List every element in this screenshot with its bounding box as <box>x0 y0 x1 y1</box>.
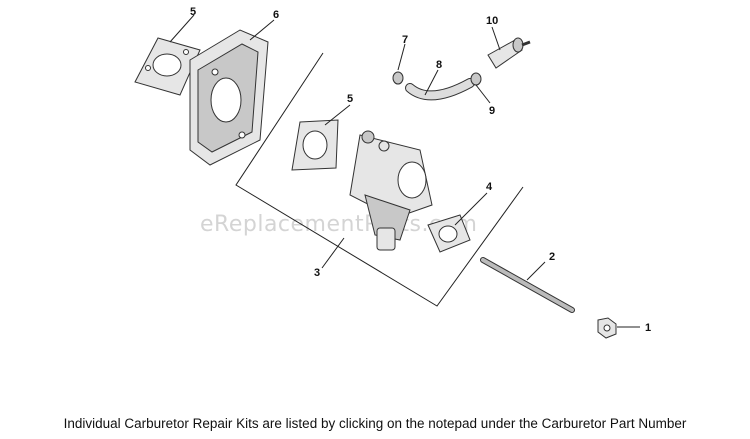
clamp-part-7 <box>392 71 404 85</box>
callout-1: 1 <box>645 322 651 334</box>
clamp-part-9 <box>470 72 482 86</box>
callout-5a: 5 <box>190 6 196 18</box>
callout-7: 7 <box>402 34 408 46</box>
nut-part-1 <box>597 317 617 339</box>
callout-4: 4 <box>486 181 493 193</box>
fuel-filter-part-10 <box>487 37 531 69</box>
callout-8: 8 <box>436 59 442 71</box>
callout-3: 3 <box>314 267 320 279</box>
gasket-part-4 <box>427 214 471 253</box>
base-plate-part-6 <box>189 29 269 166</box>
stud-part-2 <box>480 257 575 313</box>
gasket-part-5-right <box>291 119 339 171</box>
fuel-line-part-8 <box>405 78 475 101</box>
assembly-outline <box>235 52 524 307</box>
callout-6: 6 <box>273 9 279 21</box>
gasket-part-5-left <box>134 37 201 96</box>
footer-instructions: Individual Carburetor Repair Kits are li… <box>63 416 687 431</box>
carburetor-part-3 <box>349 130 433 251</box>
callout-10: 10 <box>486 15 498 27</box>
callout-5b: 5 <box>347 93 353 105</box>
callout-2: 2 <box>549 251 555 263</box>
callout-9: 9 <box>489 105 495 117</box>
